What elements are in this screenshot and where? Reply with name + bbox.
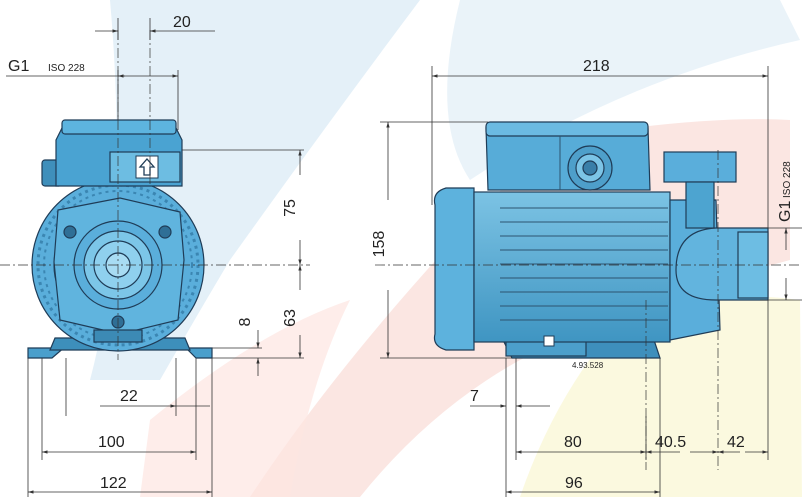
thread-left-standard: ISO 228 (48, 63, 85, 74)
thread-left-label: G1 (8, 58, 29, 75)
dim-80-label: 80 (564, 434, 582, 451)
dim-22-label: 22 (120, 388, 138, 405)
cooling-fins-side (500, 207, 668, 321)
front-view-dimensions: 20 G1 ISO 228 75 63 8 22 1 (6, 14, 304, 497)
thread-right-standard: ISO 228 (782, 161, 793, 198)
dim-42-label: 42 (727, 434, 745, 451)
dim-122-label: 122 (100, 475, 127, 492)
dim-100-label: 100 (98, 434, 125, 451)
thread-right-label: G1 (777, 201, 794, 222)
dim-63-label: 63 (282, 309, 299, 327)
dim-40-5-label: 40.5 (655, 434, 686, 451)
pump-side-view: 4.93.528 (433, 121, 769, 370)
plate-code: 4.93.528 (572, 361, 604, 370)
dim-75-label: 75 (282, 199, 299, 217)
dim-218-label: 218 (583, 58, 610, 75)
dim-158-label: 158 (371, 231, 388, 258)
dim-20-label: 20 (173, 14, 191, 31)
side-view-axes (375, 150, 802, 470)
side-view-dimensions: 218 158 7 80 40.5 42 96 (371, 58, 802, 497)
flow-arrow-icon (138, 158, 156, 176)
dim-8-label: 8 (237, 317, 254, 326)
dim-7-label: 7 (470, 388, 479, 405)
dim-96-label: 96 (565, 475, 583, 492)
